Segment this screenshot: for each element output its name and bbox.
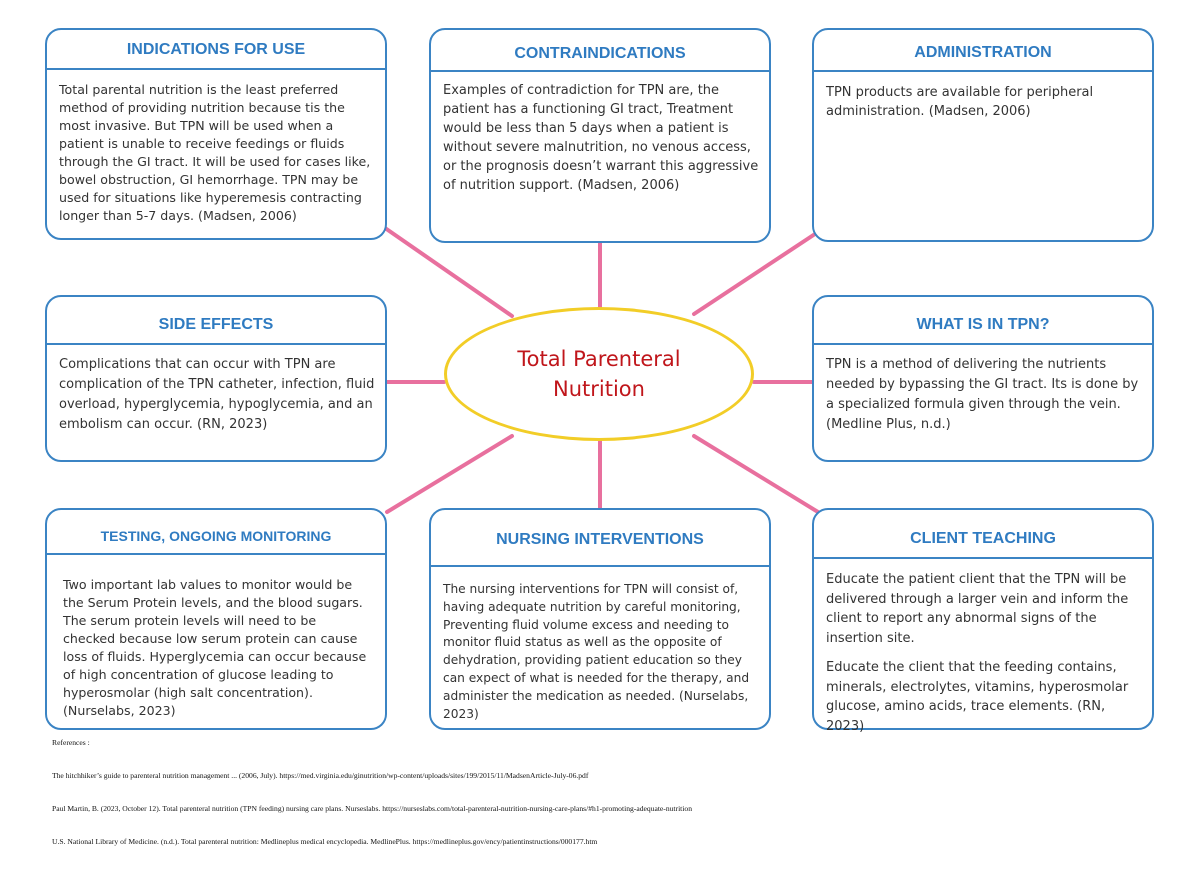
client-teaching-paragraph-2: Educate the client that the feeding cont… (826, 660, 1129, 734)
connector-lines (383, 226, 820, 514)
reference-item: Paul Martin, B. (2023, October 12). Tota… (52, 804, 692, 813)
administration-text: TPN products are available for periphera… (826, 85, 1094, 119)
administration-divider (814, 70, 1152, 72)
central-topic-ellipse: Total Parenteral Nutrition (444, 307, 754, 441)
client-teaching-paragraph-1: Educate the patient client that the TPN … (826, 572, 1129, 646)
nursing-interventions-text: The nursing interventions for TPN will c… (443, 582, 750, 721)
testing-box: TESTING, ONGOING MONITORING Two importan… (45, 508, 387, 730)
connector-testing (385, 434, 514, 514)
nursing-interventions-heading: NURSING INTERVENTIONS (496, 531, 704, 548)
testing-text: Two important lab values to monitor woul… (63, 577, 367, 718)
what-is-in-tpn-box: WHAT IS IN TPN? TPN is a method of deliv… (812, 295, 1154, 462)
client-teaching-box: CLIENT TEACHING Educate the patient clie… (812, 508, 1154, 734)
testing-heading: TESTING, ONGOING MONITORING (100, 528, 332, 544)
client-teaching-divider (814, 557, 1152, 559)
contraindications-divider (431, 70, 769, 72)
administration-box: ADMINISTRATION TPN products are availabl… (812, 28, 1154, 242)
side-effects-divider (47, 343, 385, 345)
central-topic-title: Total Parenteral Nutrition (517, 347, 681, 401)
administration-heading: ADMINISTRATION (914, 44, 1052, 61)
reference-item: U.S. National Library of Medicine. (n.d.… (52, 837, 598, 846)
references-title: References : (52, 738, 90, 747)
indications-heading: INDICATIONS FOR USE (126, 41, 306, 58)
what-is-in-tpn-divider (814, 343, 1152, 345)
testing-divider (47, 553, 385, 555)
contraindications-heading: CONTRAINDICATIONS (514, 45, 686, 62)
connector-teaching (692, 434, 820, 514)
reference-item: The hitchhiker’s guide to parenteral nut… (52, 771, 589, 780)
nursing-interventions-divider (431, 565, 769, 567)
indications-divider (47, 68, 385, 70)
nursing-interventions-box: NURSING INTERVENTIONS The nursing interv… (429, 508, 771, 730)
indications-box: INDICATIONS FOR USE Total parental nutri… (45, 28, 387, 240)
side-effects-box: SIDE EFFECTS Complications that can occu… (45, 295, 387, 462)
contraindications-text: Examples of contradiction for TPN are, t… (443, 83, 759, 193)
contraindications-box: CONTRAINDICATIONS Examples of contradict… (429, 28, 771, 243)
client-teaching-text: Educate the patient client that the TPN … (826, 570, 1142, 746)
side-effects-heading: SIDE EFFECTS (158, 316, 274, 333)
references-section: References : The hitchhiker’s guide to p… (52, 738, 1152, 870)
connector-indications (383, 226, 514, 318)
connector-administration (692, 230, 820, 316)
what-is-in-tpn-text: TPN is a method of delivering the nutrie… (826, 357, 1139, 432)
client-teaching-heading: CLIENT TEACHING (910, 530, 1056, 547)
side-effects-text: Complications that can occur with TPN ar… (59, 357, 375, 432)
what-is-in-tpn-heading: WHAT IS IN TPN? (916, 316, 1050, 333)
indications-text: Total parental nutrition is the least pr… (59, 82, 371, 223)
